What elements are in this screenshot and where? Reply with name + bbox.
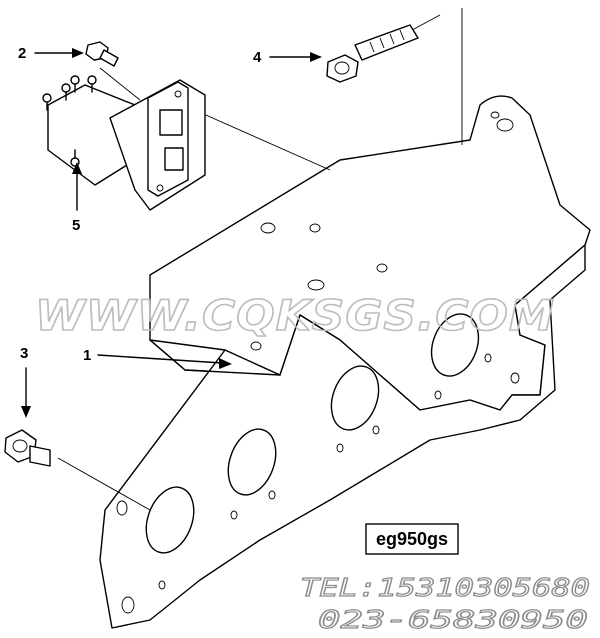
hex-bolt <box>4 429 51 467</box>
callout-3: 3 <box>20 345 31 418</box>
arrow-head-icon <box>72 48 84 58</box>
callout-label-2: 2 <box>18 45 26 62</box>
callout-label-1: 1 <box>83 347 91 364</box>
figure-code-box: eg950gs <box>365 523 459 555</box>
callout-label-4: 4 <box>253 49 262 66</box>
callout-5: 5 <box>72 162 82 234</box>
mounting-bracket <box>99 95 591 629</box>
callout-2: 2 <box>18 45 84 62</box>
arrow-head-icon <box>310 52 322 62</box>
relay-switch <box>42 75 206 211</box>
contact-tel: TEL:15310305680 <box>300 573 590 602</box>
arrow-head-icon <box>72 162 82 174</box>
arrow-head-icon <box>219 358 232 369</box>
callout-1: 1 <box>83 347 232 369</box>
figure-code: eg950gs <box>376 529 448 549</box>
watermark-text: WWW.CQKSGS.COM <box>35 291 555 340</box>
flange-bolt <box>326 24 419 83</box>
callout-label-5: 5 <box>72 217 80 234</box>
callout-4: 4 <box>253 49 322 66</box>
contact-phone: 023-65830950 <box>318 605 588 634</box>
callout-label-3: 3 <box>20 345 28 362</box>
screw-small <box>85 41 119 67</box>
arrow-head-icon <box>21 406 31 418</box>
